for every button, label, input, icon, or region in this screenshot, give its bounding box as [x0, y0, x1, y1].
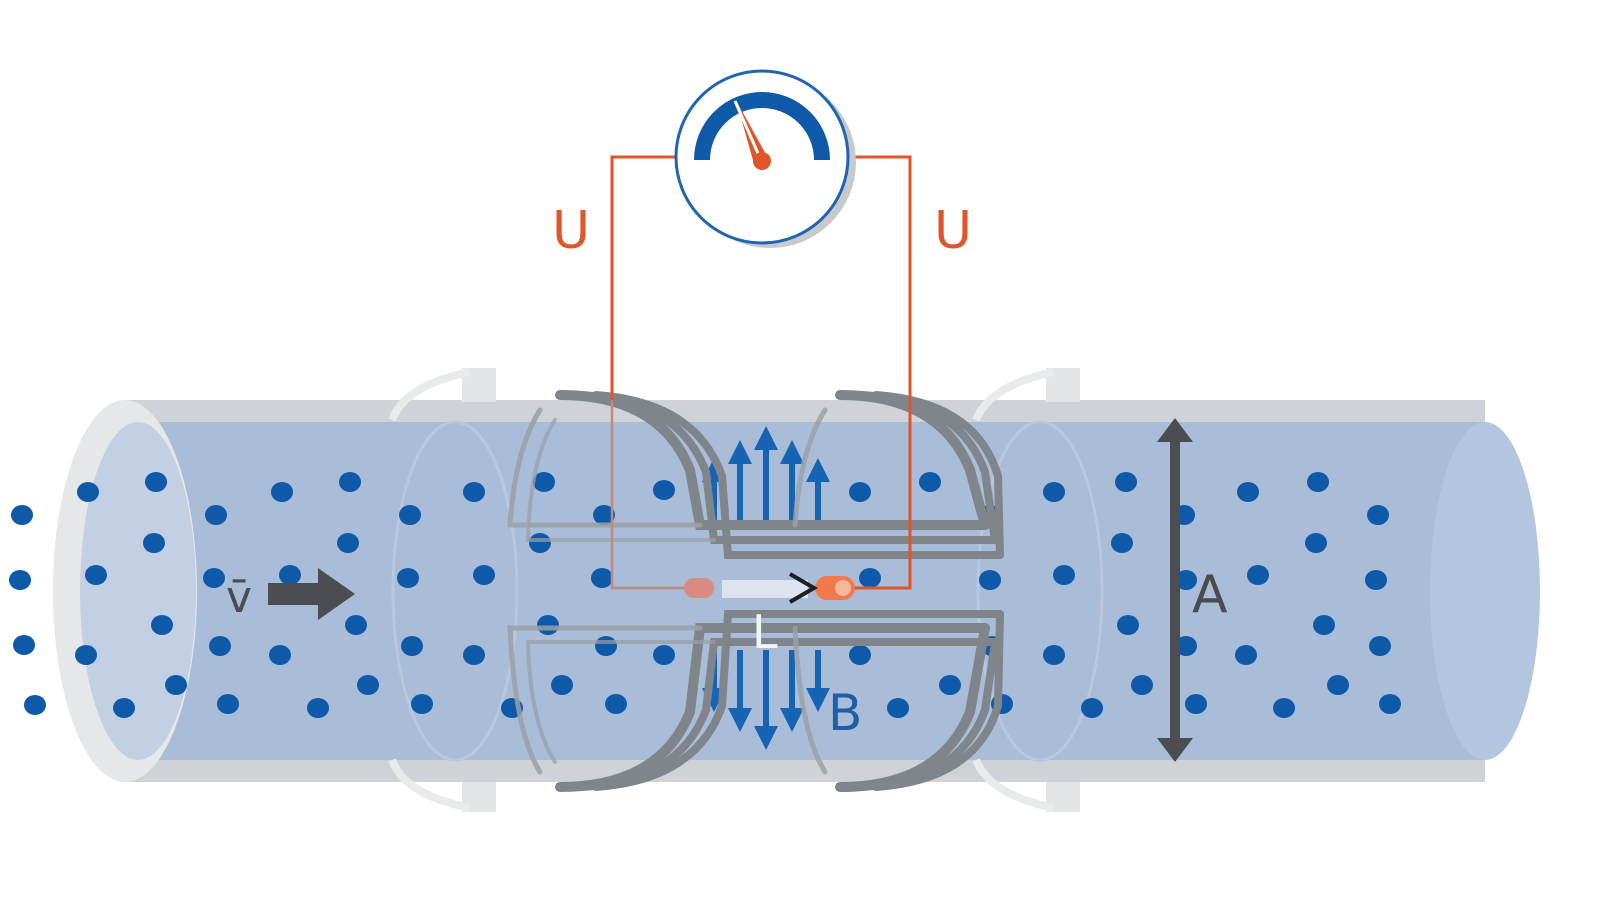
- fluid-particle: [1237, 482, 1259, 502]
- fluid-particle: [307, 698, 329, 718]
- fluid-particle: [595, 636, 617, 656]
- fluid-particle: [399, 505, 421, 525]
- area-label: A: [1192, 565, 1228, 625]
- fluid-particle: [165, 675, 187, 695]
- coil-lower: [507, 610, 1004, 792]
- distance-label: L: [752, 605, 778, 659]
- fluid-particle: [1273, 698, 1295, 718]
- electrode-left-icon: [684, 578, 714, 598]
- fluid-particle: [537, 615, 559, 635]
- fluid-particle: [77, 482, 99, 502]
- fluid-particle: [1379, 694, 1401, 714]
- fluid-particle: [1307, 472, 1329, 492]
- wire-left: [610, 155, 678, 400]
- velocity-label: v̄: [226, 572, 252, 623]
- fluid-particle: [593, 505, 615, 525]
- fluid-particle: [551, 675, 573, 695]
- fluid-particle: [1043, 482, 1065, 502]
- fluid-particle: [919, 472, 941, 492]
- fluid-particle: [939, 675, 961, 695]
- field-label: B: [828, 684, 862, 742]
- fluid-particle: [1175, 636, 1197, 656]
- area-arrow: [1157, 418, 1193, 762]
- fluid-particle: [1365, 570, 1387, 590]
- fluid-particle: [143, 533, 165, 553]
- fluid-particle: [473, 565, 495, 585]
- voltmeter-gauge-icon: [674, 69, 856, 248]
- fluid-particle: [591, 568, 613, 588]
- electrodes: [684, 576, 855, 600]
- fluid-particle: [1111, 533, 1133, 553]
- fluid-particle: [605, 694, 627, 714]
- fluid-particle: [653, 645, 675, 665]
- fluid-particle: [887, 698, 909, 718]
- fluid-particle: [1175, 570, 1197, 590]
- fluid-particle: [463, 482, 485, 502]
- coil-upper: [507, 390, 1004, 559]
- fluid-particle: [979, 570, 1001, 590]
- fluid-particle: [1131, 675, 1153, 695]
- flange-left: [388, 368, 519, 812]
- fluid-particle: [357, 675, 379, 695]
- fluid-particle: [1247, 565, 1269, 585]
- fluid-particles: [9, 472, 1401, 718]
- fluid-particle: [1367, 505, 1389, 525]
- fluid-particle: [151, 615, 173, 635]
- pipe-wall-bottom: [125, 760, 1485, 782]
- fluid-particle: [1313, 615, 1335, 635]
- measurement-wires: [610, 155, 912, 590]
- pipe-left-opening: [80, 422, 196, 760]
- fluid-particle: [85, 565, 107, 585]
- fluid-particle: [203, 568, 225, 588]
- wire-right: [840, 155, 912, 590]
- voltage-label-right: U: [934, 201, 972, 261]
- fluid-particle: [13, 635, 35, 655]
- fluid-particle: [209, 636, 231, 656]
- fluid-particle: [849, 482, 871, 502]
- fluid-particle: [1327, 675, 1349, 695]
- fluid-particle: [1043, 645, 1065, 665]
- fluid-particle: [859, 568, 881, 588]
- fluid-particle: [345, 615, 367, 635]
- fluid-particle: [1305, 533, 1327, 553]
- pipe-wall-top: [125, 400, 1485, 422]
- fluid-particle: [1081, 698, 1103, 718]
- fluid-particle: [145, 472, 167, 492]
- fluid-particle: [1053, 565, 1075, 585]
- fluid-particle: [1115, 472, 1137, 492]
- fluid-particle: [9, 570, 31, 590]
- fluid-particle: [401, 636, 423, 656]
- magnet-coils: [507, 390, 1004, 792]
- wire-left-inside: [610, 400, 700, 590]
- fluid-particle: [279, 565, 301, 585]
- fluid-particle: [269, 645, 291, 665]
- fluid-particle: [849, 645, 871, 665]
- fluid-particle: [339, 472, 361, 492]
- fluid-particle: [1369, 636, 1391, 656]
- voltage-label-left: U: [552, 201, 590, 261]
- fluid-particle: [411, 694, 433, 714]
- fluid-particle: [24, 695, 46, 715]
- fluid-particle: [463, 645, 485, 665]
- fluid-particle: [1117, 615, 1139, 635]
- fluid-particle: [1185, 694, 1207, 714]
- fluid-particle: [271, 482, 293, 502]
- fluid-particle: [11, 505, 33, 525]
- fluid-particle: [529, 533, 551, 553]
- distance-arrow: [722, 572, 818, 604]
- fluid-particle: [113, 698, 135, 718]
- fluid-particle: [653, 480, 675, 500]
- fluid-particle: [205, 505, 227, 525]
- fluid-particle: [217, 694, 239, 714]
- fluid-particle: [337, 533, 359, 553]
- fluid-particle: [1235, 645, 1257, 665]
- flange-right: [972, 368, 1104, 812]
- flow-arrow-icon: [268, 568, 355, 620]
- fluid-particle: [397, 568, 419, 588]
- fluid-particle: [75, 645, 97, 665]
- fluid-particle: [533, 472, 555, 492]
- pipe-right-end: [1430, 422, 1540, 760]
